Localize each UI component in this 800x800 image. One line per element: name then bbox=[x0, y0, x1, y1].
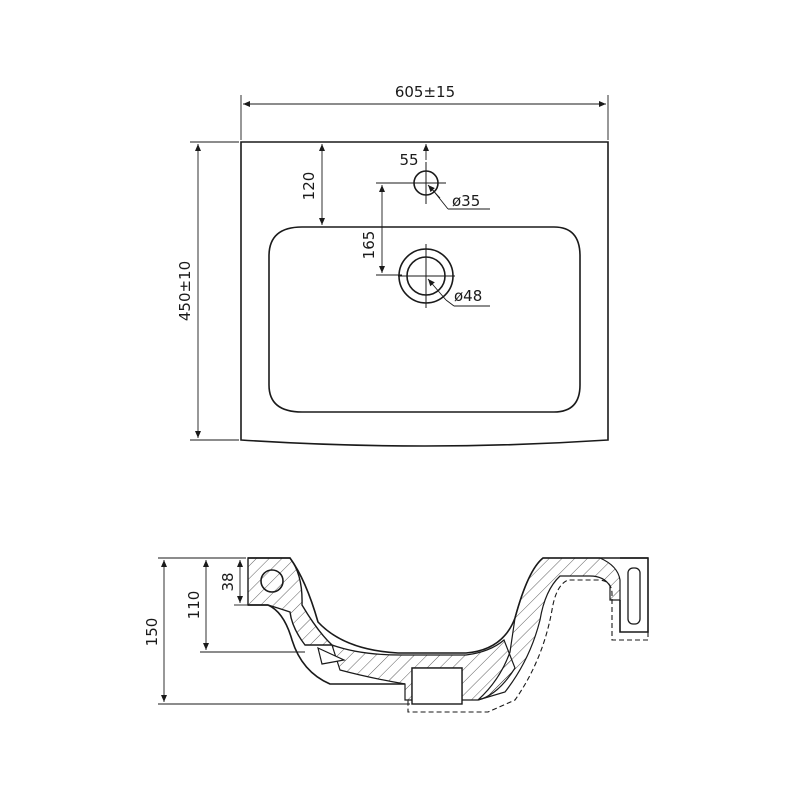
overflow-height-label: 38 bbox=[219, 572, 237, 591]
right-wall-section bbox=[477, 557, 621, 701]
hidden-line-right bbox=[407, 579, 649, 713]
right-rim-slot bbox=[627, 567, 641, 625]
bowl-outline bbox=[268, 226, 581, 413]
drain-hole-label: ø48 bbox=[454, 287, 482, 305]
rim-height-label: 110 bbox=[185, 591, 203, 620]
tap-hole-label: ø35 bbox=[452, 192, 480, 210]
top-view: 605±15 450±10 120 55 ø35 165 ø4 bbox=[176, 83, 609, 447]
total-height-label: 150 bbox=[143, 618, 161, 647]
width-label: 605±15 bbox=[395, 83, 455, 101]
basin-outline bbox=[240, 141, 609, 447]
left-void bbox=[317, 646, 346, 665]
tap-from-edge-label: 55 bbox=[399, 151, 418, 169]
drain-hole-diameter-arrow bbox=[427, 278, 447, 301]
tap-offset-label: 120 bbox=[300, 172, 318, 201]
drain-cavity bbox=[411, 667, 463, 705]
overflow-hole bbox=[260, 569, 284, 593]
drain-hole-leader bbox=[445, 299, 455, 307]
drain-offset-label: 165 bbox=[360, 231, 378, 260]
section-inner-left bbox=[248, 604, 405, 685]
depth-label: 450±10 bbox=[176, 261, 194, 321]
side-view: 150 110 38 bbox=[143, 557, 649, 713]
left-wall-section bbox=[247, 557, 334, 646]
tap-hole-diameter-arrow bbox=[427, 184, 441, 199]
